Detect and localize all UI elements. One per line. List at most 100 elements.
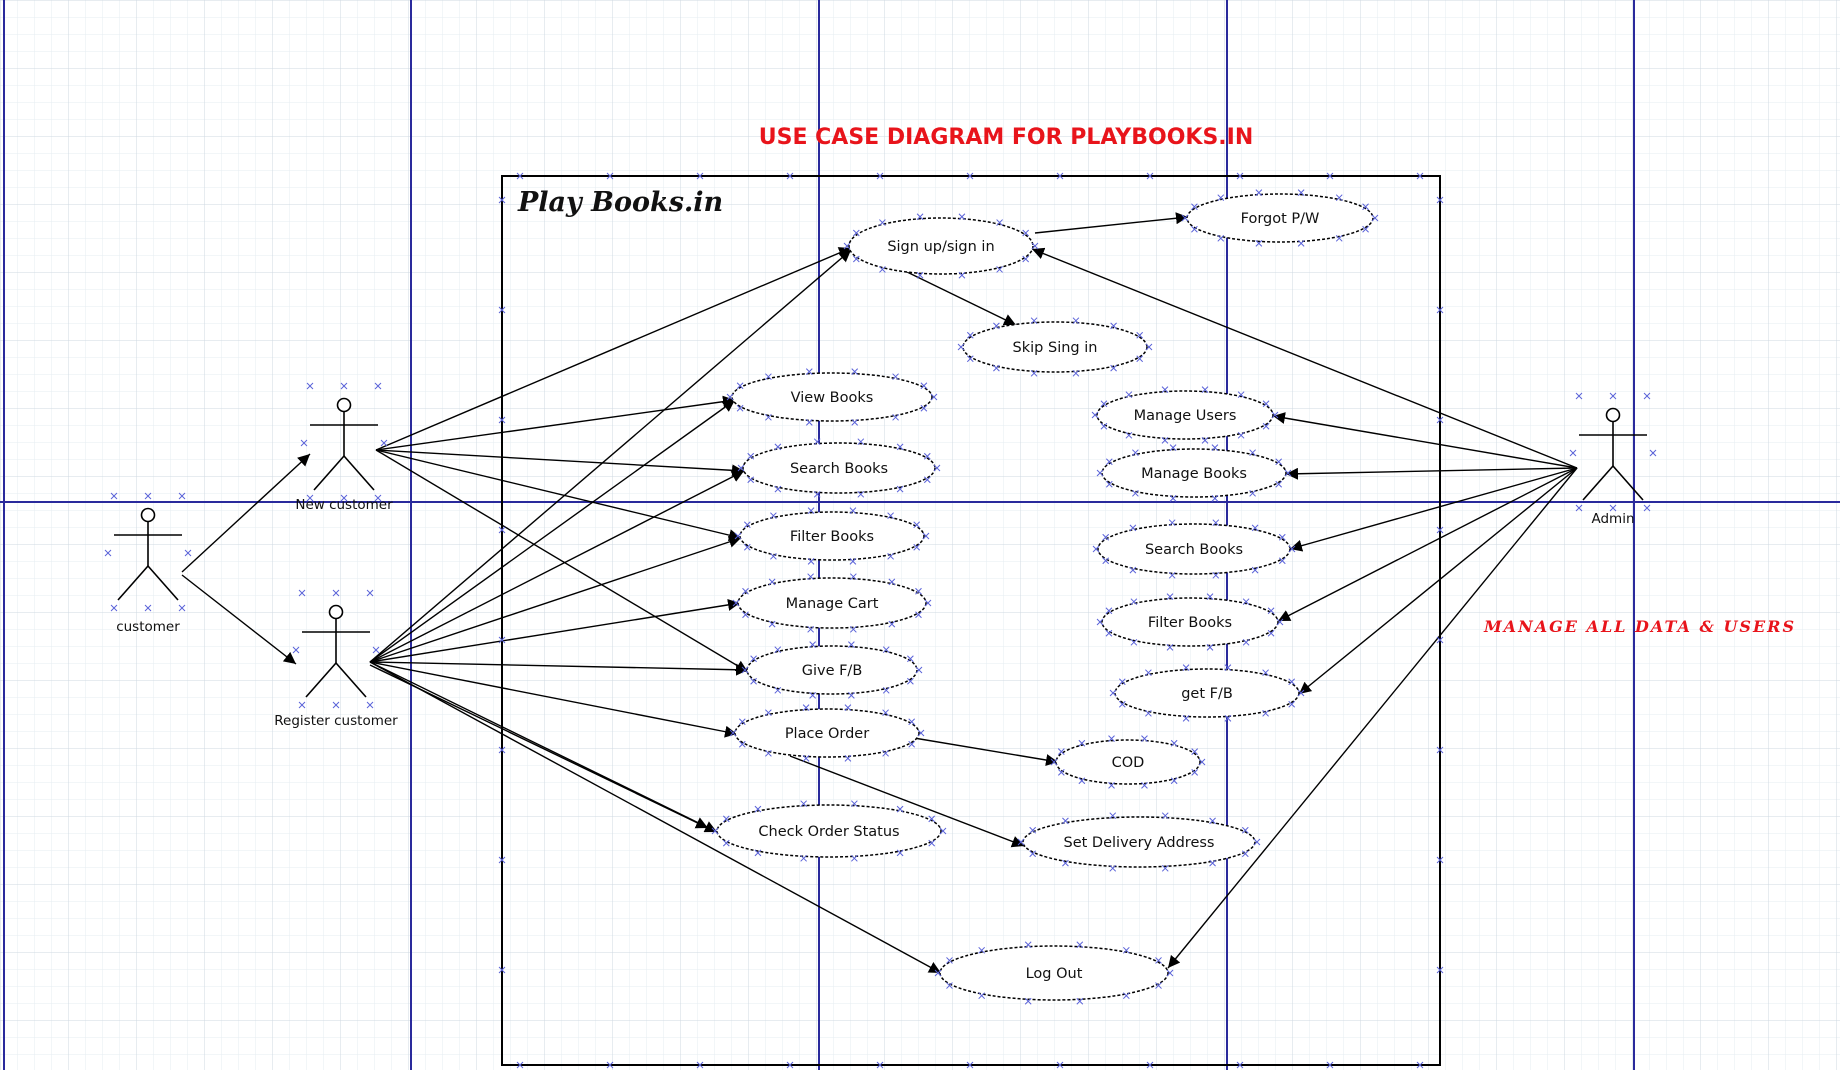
actor-right-leg bbox=[1612, 465, 1644, 501]
selection-handle-mark bbox=[768, 578, 776, 586]
selection-handle-mark bbox=[1278, 557, 1286, 565]
use-case-afilter[interactable]: Filter Books bbox=[1101, 597, 1279, 647]
selection-handle-mark bbox=[887, 552, 894, 560]
selection-handle-mark bbox=[738, 718, 746, 726]
actor-left-leg bbox=[1582, 465, 1614, 501]
selection-handle-mark bbox=[1072, 369, 1080, 377]
actor-reg[interactable]: Register customer bbox=[274, 604, 398, 730]
selection-handle-mark bbox=[1145, 669, 1152, 677]
actor-head bbox=[1605, 407, 1621, 423]
selection-handle-mark bbox=[958, 213, 966, 221]
selection-handle-mark bbox=[750, 655, 757, 663]
selection-handle-mark bbox=[896, 849, 904, 857]
actor-new[interactable]: New customer bbox=[295, 397, 393, 514]
use-case-ellipse bbox=[1055, 739, 1201, 785]
selection-handle-mark bbox=[813, 438, 821, 446]
selection-handle-mark bbox=[747, 452, 755, 460]
selection-handle-mark bbox=[896, 805, 904, 813]
selection-handle-mark bbox=[908, 718, 916, 726]
use-case-logout[interactable]: Log Out bbox=[939, 945, 1169, 1001]
actor-left-leg bbox=[117, 565, 149, 601]
selection-handle-mark bbox=[1181, 214, 1189, 222]
selection-handle-mark bbox=[1030, 317, 1038, 325]
association-new-signin bbox=[375, 247, 852, 451]
selection-handle-mark bbox=[887, 512, 894, 520]
use-case-getfb[interactable]: get F/B bbox=[1114, 668, 1300, 718]
selection-handle-mark bbox=[1251, 524, 1259, 532]
selection-handle-mark bbox=[1105, 607, 1113, 615]
selection-handle-mark bbox=[993, 322, 1000, 330]
actor-left-leg bbox=[313, 455, 345, 491]
use-case-view[interactable]: View Books bbox=[731, 372, 933, 422]
use-case-skip[interactable]: Skip Sing in bbox=[962, 321, 1148, 373]
use-case-mbooks[interactable]: Manage Books bbox=[1101, 448, 1287, 498]
selection-handle-mark bbox=[734, 532, 742, 540]
use-case-status[interactable]: Check Order Status bbox=[716, 804, 942, 858]
diagram-title: USE CASE DIAGRAM FOR PLAYBOOKS.IN bbox=[759, 125, 1254, 150]
selection-handle-mark bbox=[1118, 678, 1126, 686]
selection-handle-mark bbox=[1118, 700, 1126, 708]
selection-handle-mark bbox=[774, 485, 782, 493]
selection-handle-mark bbox=[1262, 400, 1270, 408]
use-case-forgot[interactable]: Forgot P/W bbox=[1186, 193, 1374, 243]
selection-handle-mark bbox=[1110, 364, 1117, 372]
selection-handle-mark bbox=[366, 701, 374, 709]
selection-handle-mark bbox=[498, 966, 506, 974]
use-case-search[interactable]: Search Books bbox=[742, 442, 936, 494]
use-case-musers[interactable]: Manage Users bbox=[1096, 390, 1274, 440]
selection-handle-mark bbox=[802, 704, 810, 712]
use-case-delivery[interactable]: Set Delivery Address bbox=[1022, 816, 1256, 868]
selection-handle-mark bbox=[908, 740, 916, 748]
selection-handle-mark bbox=[882, 686, 890, 694]
use-case-label: Set Delivery Address bbox=[1064, 835, 1215, 851]
selection-handle-mark bbox=[1108, 735, 1115, 742]
selection-handle-mark bbox=[743, 543, 751, 551]
use-case-label: Forgot P/W bbox=[1241, 211, 1320, 227]
actor-admin[interactable]: Admin bbox=[1579, 407, 1647, 528]
actor-customer[interactable]: customer bbox=[114, 507, 182, 636]
selection-handle-mark bbox=[1275, 458, 1283, 466]
selection-handle-mark bbox=[1029, 850, 1037, 858]
use-case-order[interactable]: Place Order bbox=[734, 708, 920, 758]
use-case-label: Manage Books bbox=[1141, 466, 1247, 482]
selection-handle-mark bbox=[809, 691, 816, 699]
selection-handle-mark bbox=[1022, 255, 1030, 263]
selection-handle-mark bbox=[1242, 598, 1250, 606]
use-case-cart[interactable]: Manage Cart bbox=[737, 577, 927, 629]
selection-handle-mark bbox=[923, 452, 931, 460]
selection-handle-mark bbox=[1217, 194, 1225, 202]
association-new-view bbox=[375, 395, 736, 451]
selection-handle-mark bbox=[916, 213, 924, 221]
selection-handle-mark bbox=[1236, 1061, 1244, 1069]
selection-handle-mark bbox=[1141, 782, 1148, 789]
selection-handle-mark bbox=[848, 691, 855, 699]
selection-handle-mark bbox=[1209, 859, 1216, 867]
selection-handle-mark bbox=[843, 242, 851, 250]
association-reg-fb bbox=[369, 661, 749, 676]
use-case-signin[interactable]: Sign up/sign in bbox=[848, 217, 1034, 275]
selection-handle-mark bbox=[1575, 392, 1583, 400]
use-case-filter[interactable]: Filter Books bbox=[739, 511, 925, 561]
selection-handle-mark bbox=[1109, 864, 1117, 872]
selection-handle-mark bbox=[1050, 758, 1058, 766]
selection-handle-mark bbox=[1166, 643, 1174, 651]
selection-handle-mark bbox=[933, 464, 941, 472]
selection-handle-mark bbox=[1105, 629, 1113, 637]
selection-handle-mark bbox=[1224, 714, 1232, 722]
selection-handle-mark bbox=[1191, 748, 1199, 755]
use-case-cod[interactable]: COD bbox=[1055, 739, 1201, 785]
selection-handle-mark bbox=[1236, 172, 1244, 180]
selection-handle-mark bbox=[1029, 826, 1037, 834]
selection-handle-mark bbox=[498, 416, 506, 424]
selection-handle-mark bbox=[844, 754, 852, 762]
selection-handle-mark bbox=[1136, 355, 1144, 363]
use-case-fb[interactable]: Give F/B bbox=[746, 645, 918, 695]
selection-handle-mark bbox=[1130, 638, 1138, 646]
use-case-label: get F/B bbox=[1181, 686, 1233, 702]
selection-handle-mark bbox=[1141, 735, 1148, 742]
selection-handle-mark bbox=[1170, 739, 1178, 747]
selection-handle-mark bbox=[915, 611, 922, 619]
use-case-asearch[interactable]: Search Books bbox=[1097, 523, 1291, 575]
selection-handle-mark bbox=[498, 526, 506, 534]
selection-handle-mark bbox=[924, 599, 932, 607]
